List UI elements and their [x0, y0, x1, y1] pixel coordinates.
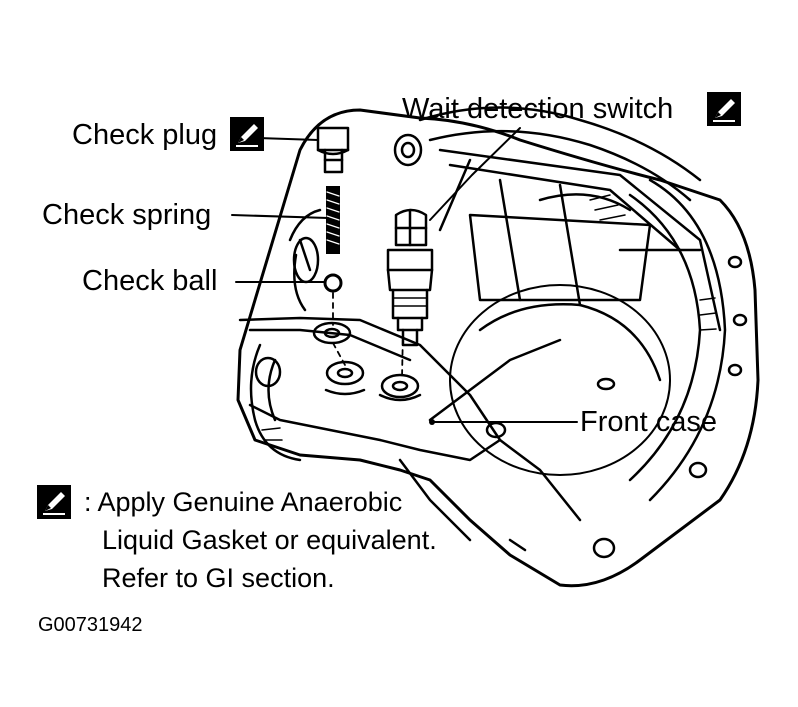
front-case-housing — [236, 106, 760, 588]
front-case-label: Front case — [580, 406, 717, 438]
leader-lines — [231, 127, 578, 423]
wait-switch-leader — [429, 127, 521, 221]
check-plug-leader — [257, 137, 319, 141]
note-line-2: Liquid Gasket or equivalent. — [102, 525, 437, 555]
check-spring-part — [326, 186, 340, 254]
sealant-pen-icon — [230, 117, 264, 151]
check-plug-part — [316, 126, 350, 174]
wait-detection-switch-label: Wait detection switch — [402, 93, 674, 125]
wait-detection-switch-part — [386, 208, 434, 347]
check-spring-leader — [231, 214, 329, 219]
dashed-assembly-lines — [332, 292, 404, 379]
check-ball-part — [323, 273, 343, 293]
figure-id: G00731942 — [38, 614, 143, 636]
check-spring-label: Check spring — [42, 199, 212, 231]
check-ball-label: Check ball — [82, 265, 218, 297]
washers — [312, 321, 422, 402]
front-case-leader-dot — [429, 419, 435, 425]
sealant-pen-icon — [37, 485, 71, 519]
note-line-3: Refer to GI section. — [102, 563, 335, 593]
check-plug-label: Check plug — [72, 119, 218, 151]
sealant-pen-icon — [707, 92, 741, 126]
note-line-1: : Apply Genuine Anaerobic — [84, 487, 403, 517]
